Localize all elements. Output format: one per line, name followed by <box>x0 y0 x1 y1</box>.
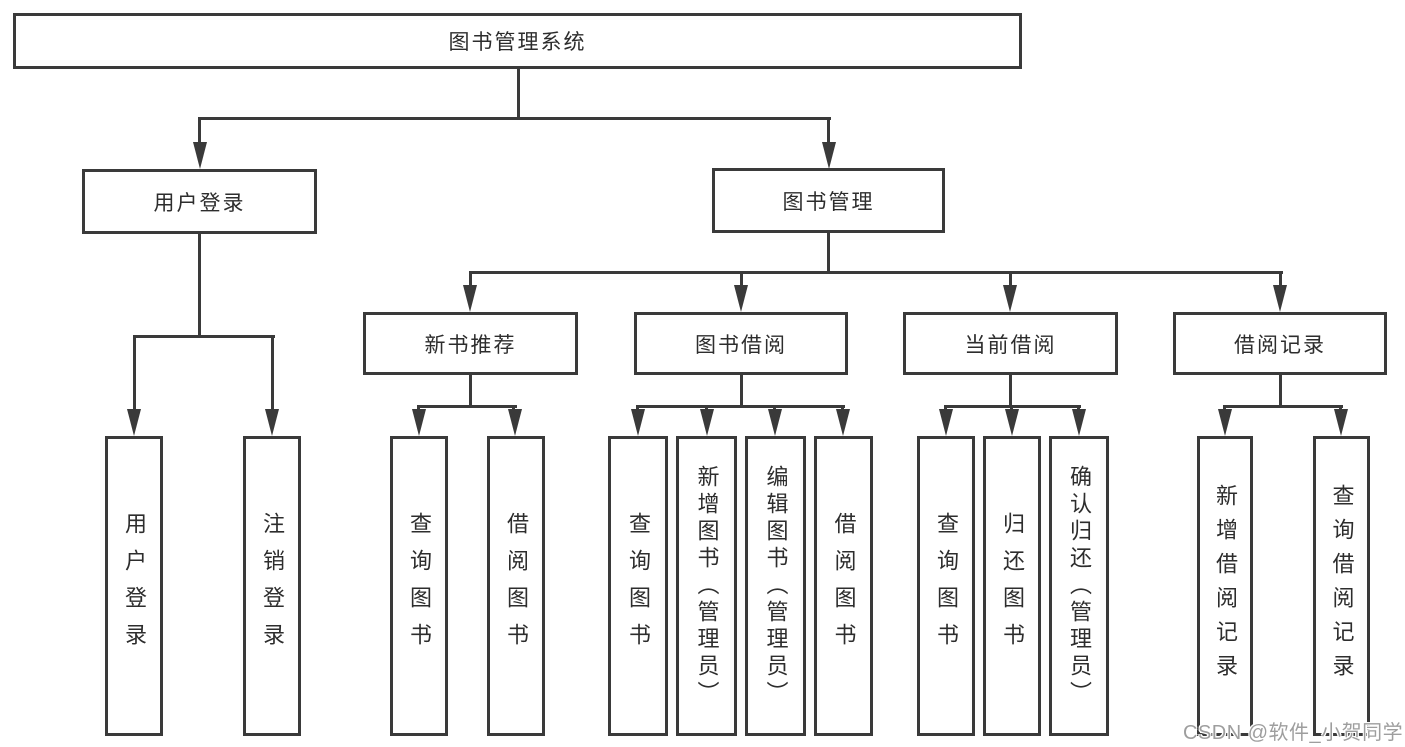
edge-line <box>636 405 845 408</box>
node-book-borrow: 图书借阅 <box>634 312 848 375</box>
arrowhead <box>193 142 207 169</box>
edge-line <box>827 231 830 273</box>
leaf-logout: 注销登录 <box>243 436 301 736</box>
node-root: 图书管理系统 <box>13 13 1022 69</box>
leaf-user-login: 用户登录 <box>105 436 163 736</box>
edge-line <box>1009 271 1012 287</box>
edge-line <box>198 117 201 145</box>
arrowhead <box>1072 409 1086 436</box>
leaf-borrow-book: 借阅图书 <box>814 436 873 736</box>
node-user-login: 用户登录 <box>82 169 317 234</box>
leaf-borrow-book-recommend: 借阅图书 <box>487 436 545 736</box>
leaf-query-book-borrow: 查询图书 <box>608 436 668 736</box>
arrowhead <box>631 409 645 436</box>
edge-line <box>1279 271 1282 287</box>
node-book-management: 图书管理 <box>712 168 945 233</box>
arrowhead <box>412 409 426 436</box>
arrowhead <box>1005 409 1019 436</box>
edge-line <box>827 117 830 145</box>
arrowhead <box>836 409 850 436</box>
edge-line <box>198 232 201 337</box>
leaf-add-book-admin: 新增图书（管理员） <box>676 436 737 736</box>
arrowhead <box>265 409 279 436</box>
edge-line <box>740 374 743 407</box>
arrowhead <box>1218 409 1232 436</box>
leaf-add-borrow-record: 新增借阅记录 <box>1197 436 1253 736</box>
edge-line <box>1279 374 1282 407</box>
edge-line <box>1223 405 1343 408</box>
node-borrow-records: 借阅记录 <box>1173 312 1387 375</box>
edge-line <box>740 271 743 287</box>
edge-line <box>271 335 274 412</box>
edge-line <box>198 117 831 120</box>
node-current-borrow: 当前借阅 <box>903 312 1118 375</box>
edge-line <box>417 405 517 408</box>
arrowhead <box>734 285 748 312</box>
leaf-query-borrow-record: 查询借阅记录 <box>1313 436 1370 736</box>
edge-line <box>1009 374 1012 407</box>
arrowhead <box>700 409 714 436</box>
leaf-query-book-current: 查询图书 <box>917 436 975 736</box>
arrowhead <box>463 285 477 312</box>
edge-line <box>517 68 520 118</box>
node-new-book-recommend: 新书推荐 <box>363 312 578 375</box>
arrowhead <box>939 409 953 436</box>
leaf-confirm-return-admin: 确认归还（管理员） <box>1049 436 1109 736</box>
edge-line <box>133 335 275 338</box>
leaf-query-book-recommend: 查询图书 <box>390 436 448 736</box>
arrowhead <box>127 409 141 436</box>
leaf-edit-book-admin: 编辑图书（管理员） <box>745 436 806 736</box>
edge-line <box>469 271 472 287</box>
arrowhead <box>1003 285 1017 312</box>
arrowhead <box>1273 285 1287 312</box>
edge-line <box>469 271 1283 274</box>
arrowhead <box>822 142 836 169</box>
arrowhead <box>1334 409 1348 436</box>
edge-line <box>469 374 472 407</box>
edge-line <box>133 335 136 412</box>
csdn-watermark: CSDN @软件_小贺同学 <box>1183 722 1404 744</box>
arrowhead <box>508 409 522 436</box>
leaf-return-book: 归还图书 <box>983 436 1041 736</box>
arrowhead <box>768 409 782 436</box>
